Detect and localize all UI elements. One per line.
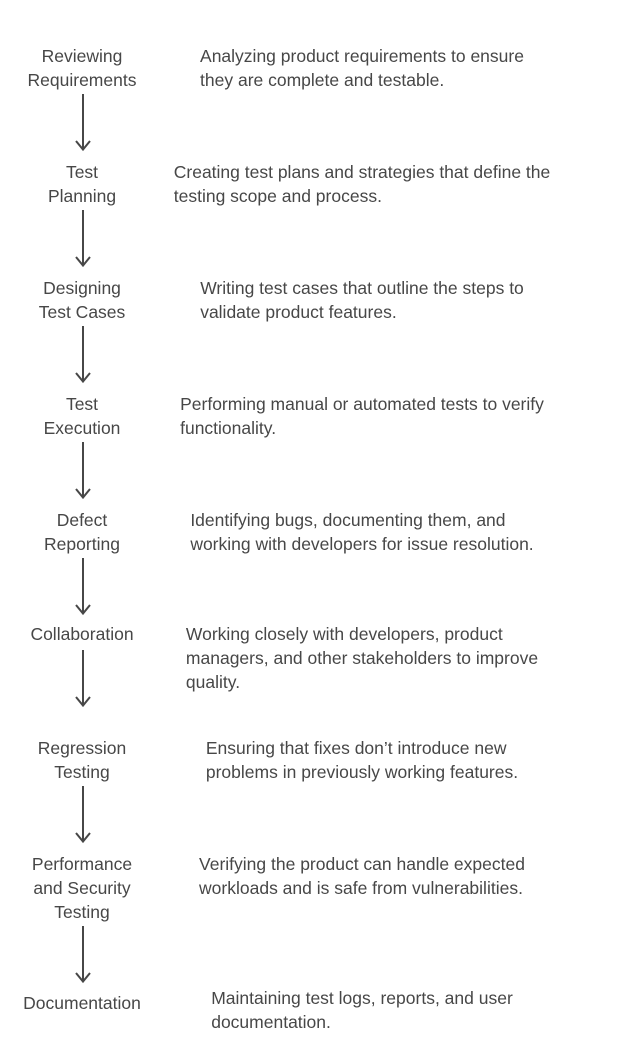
step-description-wrap: Analyzing product requirements to ensure… bbox=[146, 44, 578, 92]
step-description-wrap: Performing manual or automated tests to … bbox=[146, 392, 578, 440]
down-arrow-icon bbox=[74, 926, 92, 984]
down-arrow-icon bbox=[74, 650, 92, 708]
step-description: Analyzing product requirements to ensure… bbox=[200, 46, 524, 90]
step-label: Performance and Security Testing bbox=[31, 854, 133, 922]
down-arrow-icon bbox=[74, 442, 92, 500]
step-label: Collaboration bbox=[30, 624, 134, 644]
step-description-wrap: Identifying bugs, documenting them, and … bbox=[146, 508, 578, 556]
step-label: Test Planning bbox=[47, 162, 117, 206]
step-description-wrap: Ensuring that fixes don’t introduce new … bbox=[146, 736, 578, 784]
step-description-wrap: Maintaining test logs, reports, and user… bbox=[146, 986, 578, 1034]
down-arrow-icon bbox=[74, 210, 92, 268]
step-description-wrap: Working closely with developers, product… bbox=[146, 622, 578, 694]
down-arrow-icon bbox=[74, 558, 92, 616]
step-label: Reviewing Requirements bbox=[27, 46, 137, 90]
step-description-wrap: Creating test plans and strategies that … bbox=[146, 160, 578, 208]
step-description: Creating test plans and strategies that … bbox=[173, 162, 551, 206]
down-arrow-icon bbox=[74, 326, 92, 384]
step-description-wrap: Writing test cases that outline the step… bbox=[146, 276, 578, 324]
down-arrow-icon bbox=[74, 786, 92, 844]
step-description: Ensuring that fixes don’t introduce new … bbox=[205, 738, 519, 782]
down-arrow-icon bbox=[74, 94, 92, 152]
step-description: Maintaining test logs, reports, and user… bbox=[211, 988, 513, 1032]
step-label: Test Execution bbox=[43, 394, 121, 438]
step-description: Identifying bugs, documenting them, and … bbox=[190, 510, 534, 554]
step-label: Regression Testing bbox=[37, 738, 127, 782]
step-label: Defect Reporting bbox=[44, 510, 120, 554]
step-description-wrap: Verifying the product can handle expecte… bbox=[146, 852, 578, 900]
step-description: Performing manual or automated tests to … bbox=[180, 394, 544, 438]
step-description: Working closely with developers, product… bbox=[185, 624, 539, 692]
step-label: Designing Test Cases bbox=[38, 278, 126, 322]
step-description: Verifying the product can handle expecte… bbox=[199, 854, 525, 898]
step-label: Documentation bbox=[23, 993, 141, 1013]
step-description: Writing test cases that outline the step… bbox=[200, 278, 524, 322]
